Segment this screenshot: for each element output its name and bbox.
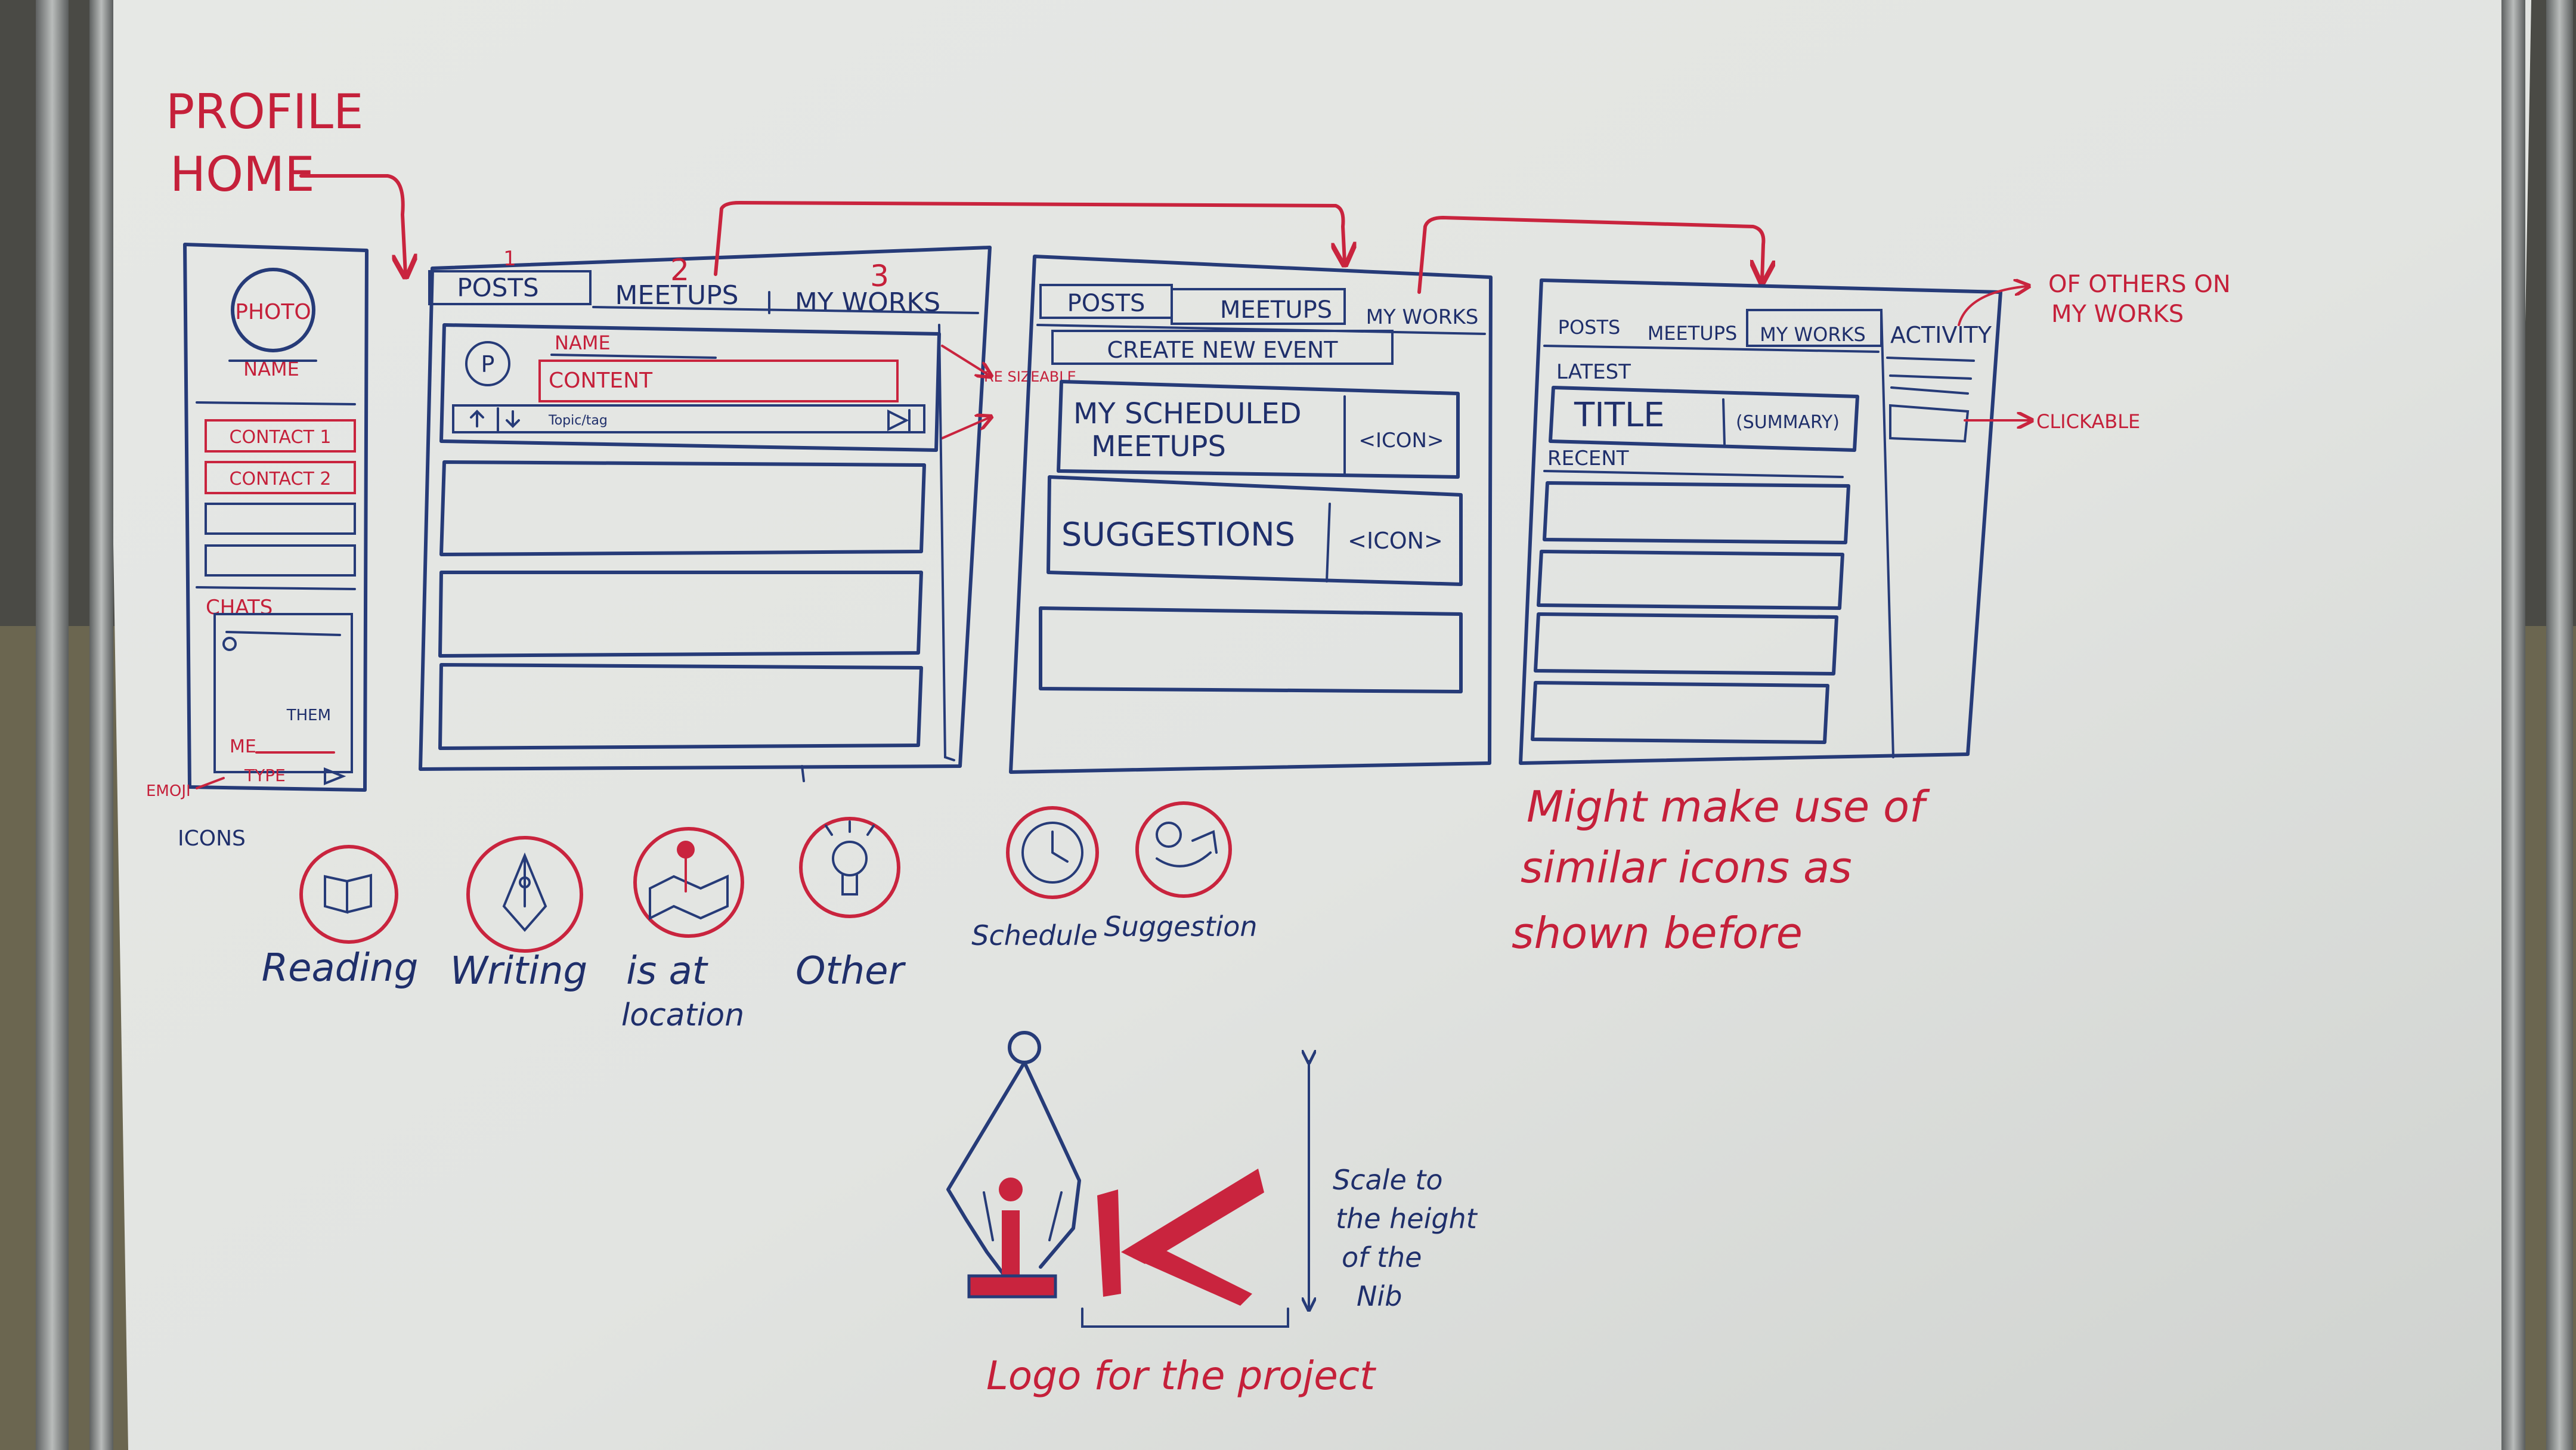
logo-k-stem [1097,1189,1121,1297]
scheduled-icon-placeholder: <ICON> [1359,429,1444,453]
left-board-edge [89,0,113,1450]
scheduled-title-2: MEETUPS [1091,430,1226,463]
whiteboard-surface [104,0,2531,1450]
post-avatar-letter: P [481,351,495,377]
photo-placeholder [231,268,315,352]
scale-note-3: of the [1342,1241,1422,1274]
other-label: Other [795,949,906,993]
other-icon-group: Other [795,817,906,993]
project-logo: Scale to the height of the Nib Logo for … [946,1031,1478,1399]
svg-text:Might make use of: Might make use of [1527,782,1930,832]
latest-label: LATEST [1556,360,1631,384]
contact-1-label: CONTACT 1 [230,427,332,448]
lightbulb-icon [799,817,900,918]
book-icon [299,845,398,944]
profile-home-label: PROFILE HOME [166,84,405,274]
create-event-label: CREATE NEW EVENT [1107,337,1338,363]
others-note-1: OF OTHERS ON [2048,271,2231,298]
suggestions-card [1046,475,1463,586]
location-icon-group: is at location [621,827,744,1033]
profile-label: PROFILE [166,84,364,140]
works-panel-meetups-tab: MEETUPS [1648,322,1738,345]
me-label: ME [230,736,256,757]
scheduled-meetups-card [1057,380,1460,479]
scale-note-2: the height [1336,1203,1478,1235]
myworks-panel-sketch: POSTS MEETUPS MY WORKS ACTIVITY LATEST T… [1519,278,2002,765]
logo-i-dot [999,1178,1023,1201]
them-label: THEM [286,707,331,724]
activity-label: ACTIVITY [1890,322,1992,348]
svg-text:shown before: shown before [1512,908,1803,958]
right-frame-pole [2546,0,2573,1450]
suggestions-icon-placeholder: <ICON> [1348,528,1443,554]
location-label-2: location [621,997,744,1033]
svg-text:2: 2 [670,253,689,287]
chat-window [213,613,353,773]
activity-annotations: OF OTHERS ON MY WORKS CLICKABLE [1958,271,2231,433]
nib-outline [946,1061,1081,1290]
meetups-panel-sketch: POSTS MEETUPS MY WORKS CREATE NEW EVENT … [1009,255,1493,774]
post-content-box [538,360,899,402]
logo-width-bracket [1081,1308,1289,1328]
meetups-panel-meetups-tab: MEETUPS [1220,296,1332,324]
svg-text:similar icons as: similar icons as [1521,842,1852,893]
reading-label: Reading [262,946,419,990]
emoji-label: EMOJI [146,782,191,800]
meetups-panel-posts-tab: POSTS [1067,290,1145,317]
post-topic-label: Topic/tag [548,413,608,428]
suggestion-icon [1135,801,1232,898]
similar-icons-note: Might make use of similar icons as shown… [1512,782,1930,958]
icons-heading: ICONS [178,826,246,851]
scale-note-1: Scale to [1333,1164,1443,1196]
recent-label: RECENT [1547,447,1629,470]
post-content-label: CONTENT [549,368,653,393]
left-frame-pole [36,0,69,1450]
logo-i-stem [1002,1210,1020,1276]
schedule-label: Schedule [971,919,1097,952]
chats-label: CHATS [206,596,273,619]
writing-icon-group: Writing [450,836,587,993]
schedule-icon-group: Schedule [971,806,1099,952]
meetups-tab-label: MEETUPS [615,280,738,311]
clock-icon [1006,806,1099,899]
post-avatar [465,341,510,386]
summary-label: (SUMMARY) [1736,412,1840,433]
meetups-nav-arrow [714,201,1345,276]
profile-sidebar-sketch: PHOTO NAME CONTACT 1 CONTACT 2 CHATS THE… [146,243,369,800]
home-label: HOME [170,147,315,202]
myworks-nav-arrow [1417,216,1763,294]
location-label-1: is at [626,949,709,993]
latest-title-card [1549,386,1859,452]
works-panel-posts-tab: POSTS [1558,316,1621,339]
reading-icon-group: Reading [262,845,419,990]
pen-nib-icon [466,836,583,953]
right-board-edge [2501,0,2525,1450]
meetups-panel-works-tab: MY WORKS [1366,305,1479,329]
create-event-button [1051,330,1394,365]
contact-2-label: CONTACT 2 [230,469,332,489]
post-card [439,323,941,452]
writing-label: Writing [450,949,587,993]
others-note-2: MY WORKS [2051,300,2184,328]
title-label: TITLE [1574,396,1665,435]
post-name-label: NAME [555,331,611,354]
svg-text:1: 1 [503,247,516,271]
logo-caption: Logo for the project [986,1353,1376,1399]
map-pin-icon [633,827,744,938]
works-panel-works-tab: MY WORKS [1760,323,1866,346]
scheduled-title-1: MY SCHEDULED [1073,397,1302,430]
scale-note-4: Nib [1357,1280,1402,1312]
contact-box-2 [205,461,356,494]
posts-panel-sketch: 1 POSTS 2 MEETUPS 3 MY WORKS P NAME CONT… [419,246,1076,782]
suggestion-icon-group: Suggestion [1104,801,1258,943]
suggestions-label: SUGGESTIONS [1061,516,1295,553]
suggestion-label: Suggestion [1104,910,1257,943]
contact-box-1 [205,419,356,453]
posts-tab-label: POSTS [457,273,538,302]
type-label: TYPE [244,766,286,785]
svg-text:3: 3 [870,259,889,293]
clickable-note: CLICKABLE [2036,410,2140,433]
photo-label: PHOTO [235,300,311,324]
